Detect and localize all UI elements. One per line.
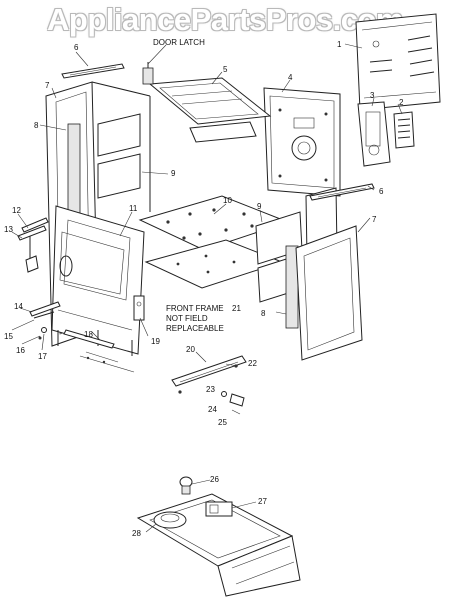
callout-8-left: 8 <box>34 121 39 130</box>
part-vent-plate <box>393 111 415 149</box>
part-top-trim-strip <box>61 63 125 79</box>
part-front-bracket <box>133 295 145 321</box>
callout-20: 20 <box>186 345 195 354</box>
callout-leader-lines <box>11 43 403 533</box>
callout-23: 23 <box>206 385 215 394</box>
part-control-assembly <box>136 476 301 597</box>
callout-28: 28 <box>132 529 141 538</box>
callout-6-right: 6 <box>379 187 384 196</box>
callout-22: 22 <box>248 359 257 368</box>
callout-9-right: 9 <box>257 202 262 211</box>
callout-7-left: 7 <box>45 81 50 90</box>
callout-9-left: 9 <box>171 169 176 178</box>
part-right-side-assembly <box>255 187 363 361</box>
callout-3: 3 <box>370 91 375 100</box>
callout-10: 10 <box>223 196 232 205</box>
callout-1: 1 <box>337 40 342 49</box>
front-frame-note-line1: FRONT FRAME <box>166 304 224 313</box>
watermark-logo: AppliancePartsPros.com <box>47 2 403 37</box>
callout-2: 2 <box>399 98 404 107</box>
callout-6-top: 6 <box>74 43 79 52</box>
front-frame-note-line3: REPLACEABLE <box>166 324 224 333</box>
callout-13: 13 <box>4 225 13 234</box>
callout-27: 27 <box>258 497 267 506</box>
callout-11: 11 <box>129 204 138 213</box>
callout-16: 16 <box>16 346 25 355</box>
callout-15: 15 <box>4 332 13 341</box>
part-clip-hardware <box>221 391 245 415</box>
callout-19: 19 <box>151 337 160 346</box>
part-rear-oven-wall <box>263 87 341 197</box>
callout-25: 25 <box>218 418 227 427</box>
callout-12: 12 <box>12 206 21 215</box>
part-drawer-slide <box>171 355 247 394</box>
front-frame-note-line2: NOT FIELD <box>166 314 208 323</box>
callout-26: 26 <box>210 475 219 484</box>
callout-4: 4 <box>288 73 293 82</box>
callout-18: 18 <box>84 330 93 339</box>
part-left-front-hardware <box>17 217 61 340</box>
callout-21: 21 <box>232 304 241 313</box>
callout-5: 5 <box>223 65 228 74</box>
part-drawer-rail <box>63 329 135 373</box>
part-side-rail <box>309 183 375 201</box>
callout-24: 24 <box>208 405 217 414</box>
part-top-panel <box>142 62 272 143</box>
callout-8-right: 8 <box>261 309 266 318</box>
part-oven-frame <box>45 81 151 356</box>
callout-14: 14 <box>14 302 23 311</box>
callout-7-right: 7 <box>372 215 377 224</box>
part-rear-panel <box>355 13 441 111</box>
part-back-shield <box>357 101 391 167</box>
door-latch-note: DOOR LATCH <box>153 38 205 47</box>
callout-17: 17 <box>38 352 47 361</box>
